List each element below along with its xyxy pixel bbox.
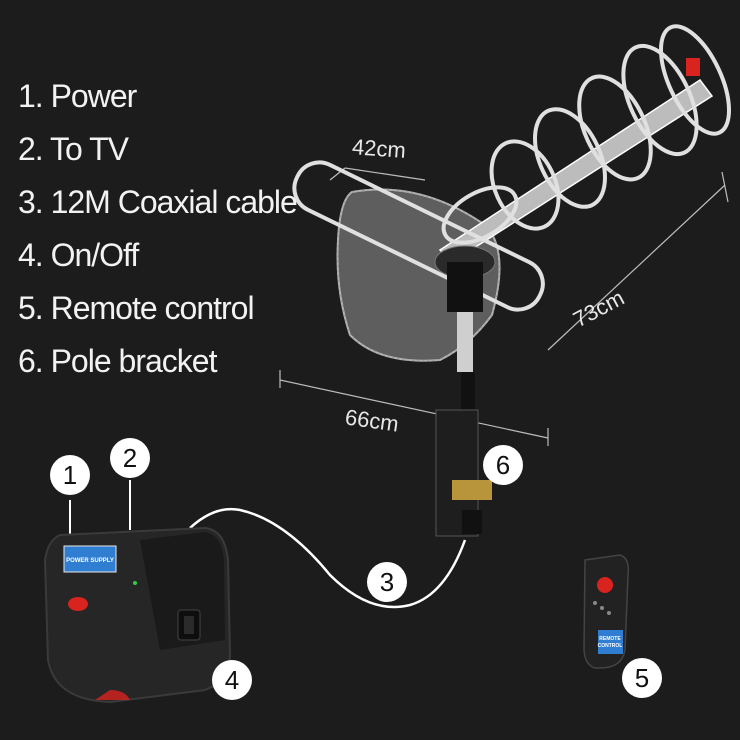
dimension-width-top: 42cm — [351, 134, 407, 163]
legend-item-pole-bracket: 6. Pole bracket — [18, 343, 217, 379]
remote-label-line1: REMOTE — [599, 636, 621, 642]
legend-item-remote-control: 5. Remote control — [18, 290, 255, 326]
antenna-tip — [686, 58, 700, 76]
power-button — [68, 597, 88, 611]
dimension-lines — [279, 167, 729, 446]
coaxial-cable — [189, 507, 467, 609]
callout-coaxial-cable: 3 — [367, 562, 407, 602]
callout-on-off: 4 — [212, 660, 252, 700]
remote-red-button — [597, 577, 613, 593]
pole-bracket — [435, 409, 492, 537]
remote-control: REMOTE CONTROL — [583, 554, 630, 669]
callout-pole-bracket: 6 — [483, 445, 523, 485]
remote-label-plate — [598, 630, 623, 654]
legend-item-to-tv: 2. To TV — [18, 131, 129, 167]
status-led — [133, 581, 137, 585]
power-supply-unit: POWER SUPPLY — [43, 526, 232, 704]
rotor-motor — [434, 245, 496, 412]
callout-power: 1 — [50, 455, 90, 495]
callout-remote-control: 5 — [622, 658, 662, 698]
legend-item-power: 1. Power — [18, 78, 137, 114]
antenna-elements — [292, 24, 732, 312]
callout-to-tv: 2 — [110, 438, 150, 478]
power-supply-label: POWER SUPPLY — [66, 558, 114, 564]
remote-label-line2: CONTROL — [598, 643, 623, 649]
feature-legend: 1. Power 2. To TV 3. 12M Coaxial cable 4… — [18, 70, 298, 388]
legend-item-on-off: 4. On/Off — [18, 237, 139, 273]
legend-item-coaxial-cable: 3. 12M Coaxial cable — [18, 184, 298, 220]
power-supply-label-plate — [63, 545, 117, 573]
